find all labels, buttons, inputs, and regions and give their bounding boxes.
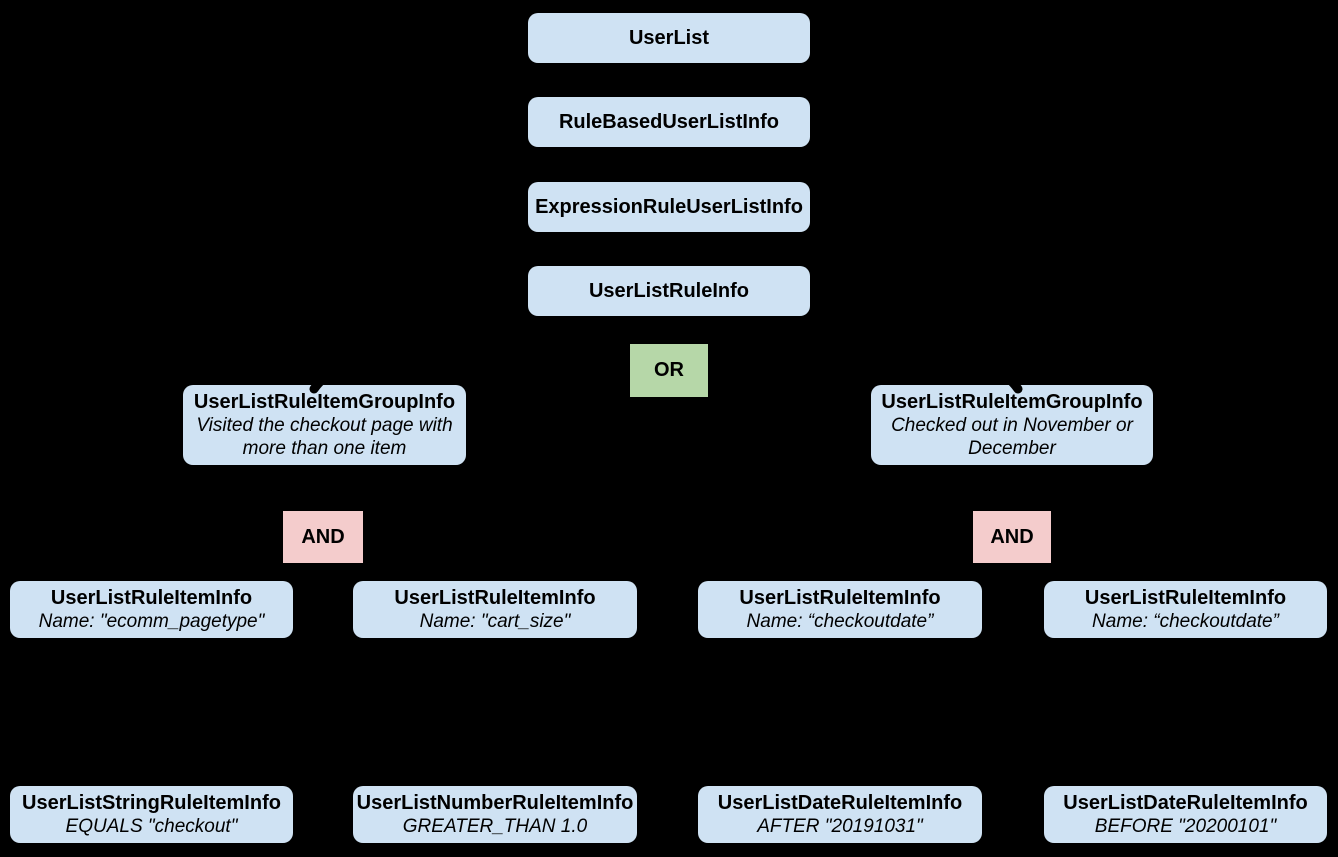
node-expression-rule-user-list-info: ExpressionRuleUserListInfo [528,182,810,232]
node-number-rule-item: UserListNumberRuleItemInfo GREATER_THAN … [353,786,637,843]
and-operator-box-left: AND [283,511,363,563]
node-description: Name: "ecomm_pagetype" [38,611,265,632]
and-operator-label: AND [301,525,345,548]
node-title: UserListDateRuleItemInfo [1063,792,1308,814]
node-title: UserListRuleItemInfo [1084,587,1287,609]
node-title: RuleBasedUserListInfo [558,111,780,133]
node-user-list-rule-info: UserListRuleInfo [528,266,810,316]
node-description: Name: “checkoutdate” [1092,611,1279,632]
node-title: UserList [628,27,710,49]
node-string-rule-item: UserListStringRuleItemInfo EQUALS "check… [10,786,293,843]
node-date-rule-item-after: UserListDateRuleItemInfo AFTER "20191031… [698,786,982,843]
node-title: UserListRuleItemInfo [739,587,941,609]
node-description: EQUALS "checkout" [65,816,238,837]
node-title: UserListRuleItemInfo [394,587,596,609]
node-title: UserListNumberRuleItemInfo [356,792,634,814]
node-title: UserListRuleInfo [588,280,750,302]
node-title: UserListDateRuleItemInfo [717,792,963,814]
node-user-list: UserList [528,13,810,63]
node-description: Name: "cart_size" [419,611,571,632]
node-rule-item-checkoutdate-before: UserListRuleItemInfo Name: “checkoutdate… [1044,581,1327,638]
or-operator-label: OR [654,359,684,381]
node-description: Visited the checkout page with more than… [196,415,453,459]
and-operator-box-right: AND [973,511,1051,563]
node-title: UserListStringRuleItemInfo [22,792,281,814]
node-description: AFTER "20191031" [757,816,923,837]
or-operator-box: OR [630,344,708,397]
node-title: UserListRuleItemGroupInfo [881,391,1143,413]
node-rule-based-user-list-info: RuleBasedUserListInfo [528,97,810,147]
node-rule-item-ecomm-pagetype: UserListRuleItemInfo Name: "ecomm_pagety… [10,581,293,638]
node-rule-item-cart-size: UserListRuleItemInfo Name: "cart_size" [353,581,637,638]
node-title: UserListRuleItemInfo [50,587,253,609]
node-rule-item-checkoutdate-after: UserListRuleItemInfo Name: “checkoutdate… [698,581,982,638]
node-date-rule-item-before: UserListDateRuleItemInfo BEFORE "2020010… [1044,786,1327,843]
node-title: ExpressionRuleUserListInfo [535,196,803,218]
node-description: Name: “checkoutdate” [746,611,934,632]
node-rule-item-group-right: UserListRuleItemGroupInfo Checked out in… [871,385,1153,465]
node-description: GREATER_THAN 1.0 [402,816,588,837]
and-operator-label: AND [990,525,1034,548]
node-description: BEFORE "20200101" [1094,816,1277,837]
node-description: Checked out in November or December [891,415,1133,459]
node-title: UserListRuleItemGroupInfo [193,391,456,413]
node-rule-item-group-left: UserListRuleItemGroupInfo Visited the ch… [183,385,466,465]
